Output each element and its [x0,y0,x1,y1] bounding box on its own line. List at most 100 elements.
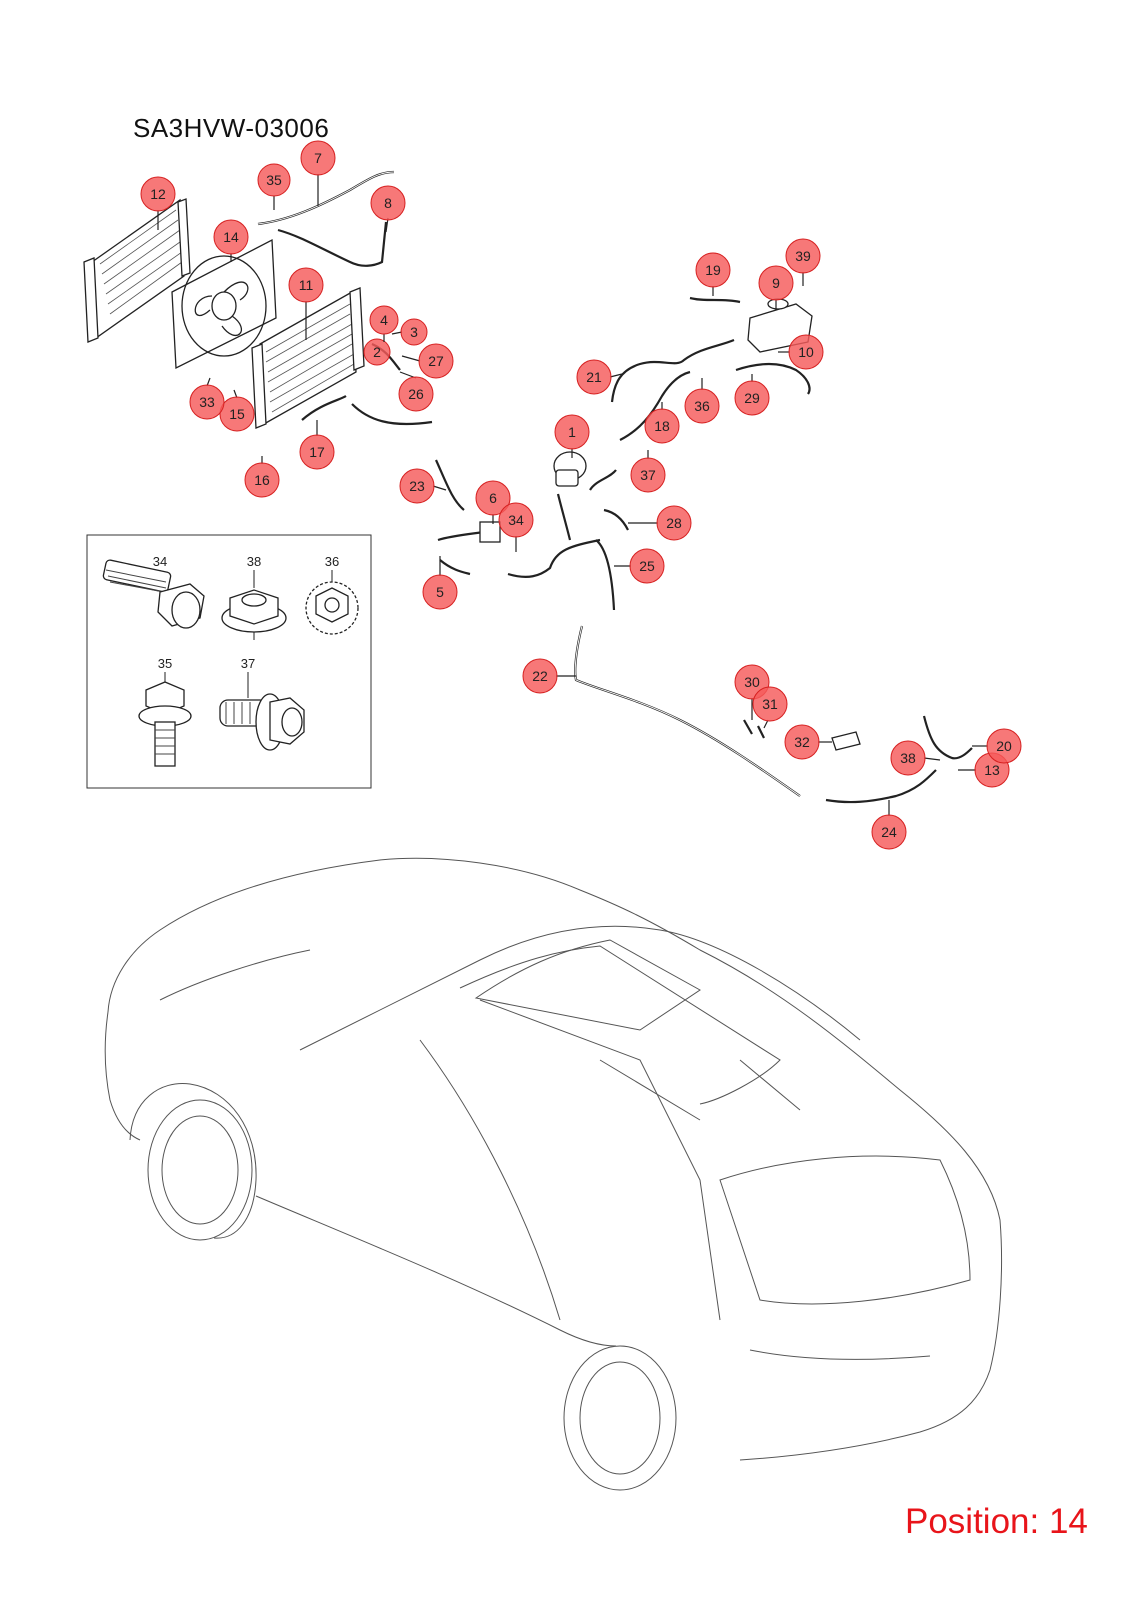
svg-text:27: 27 [428,353,444,369]
svg-text:4: 4 [380,312,388,328]
serrated-flange-nut-icon: 36 [305,554,359,635]
flange-nut-icon: 38 [221,554,287,640]
svg-text:7: 7 [314,150,322,166]
svg-text:15: 15 [229,406,245,422]
svg-text:1: 1 [568,424,576,440]
callout-14[interactable]: 14 [213,219,249,262]
callout-5[interactable]: 5 [422,556,458,610]
callout-31[interactable]: 31 [752,686,788,729]
fittings-part [743,719,765,739]
svg-text:31: 31 [762,696,778,712]
svg-text:24: 24 [881,824,897,840]
callout-33[interactable]: 33 [189,377,225,420]
callout-11[interactable]: 11 [288,267,324,340]
radiator-part [251,287,365,429]
callout-12[interactable]: 12 [140,176,176,230]
svg-text:39: 39 [795,248,811,264]
callout-17[interactable]: 17 [299,420,335,470]
svg-text:10: 10 [798,344,814,360]
svg-text:29: 29 [744,390,760,406]
svg-text:2: 2 [373,344,381,360]
bracket-part [831,731,861,751]
svg-text:16: 16 [254,472,270,488]
callout-35[interactable]: 35 [257,163,291,210]
callout-38[interactable]: 38 [890,740,941,776]
svg-text:37: 37 [640,467,656,483]
svg-text:28: 28 [666,515,682,531]
svg-text:12: 12 [150,186,166,202]
svg-text:19: 19 [705,262,721,278]
hose-routing [257,170,973,804]
svg-text:14: 14 [223,229,239,245]
diagram-title: SA3HVW-03006 [133,113,330,143]
fan-shroud-part [171,238,277,370]
callout-9[interactable]: 9 [758,265,794,310]
svg-text:18: 18 [654,418,670,434]
position-label: Position: 14 [905,1502,1088,1541]
callout-37[interactable]: 37 [630,450,666,493]
callout-30[interactable]: 30 [734,664,770,720]
legend-label-38: 38 [247,554,261,569]
callout-6[interactable]: 6 [475,480,511,524]
callout-19[interactable]: 19 [695,252,731,296]
valve-part [479,521,501,543]
svg-text:26: 26 [408,386,424,402]
flange-bolt-long-icon: 34 [102,554,205,629]
svg-text:11: 11 [299,277,314,293]
legend-label-34: 34 [153,554,167,569]
svg-text:5: 5 [436,584,444,600]
flange-bolt-short-icon: 35 [138,656,192,767]
flange-bolt-side-icon: 37 [219,656,305,751]
svg-text:17: 17 [309,444,325,460]
fastener-legend: 34 38 36 35 [86,534,372,789]
svg-text:3: 3 [410,324,418,340]
callout-1[interactable]: 1 [554,414,590,458]
callout-10[interactable]: 10 [778,334,824,370]
callout-23[interactable]: 23 [399,468,447,504]
callout-22[interactable]: 22 [522,658,576,694]
svg-text:21: 21 [586,369,602,385]
callout-15[interactable]: 15 [219,389,255,432]
svg-text:6: 6 [489,490,497,506]
svg-text:32: 32 [794,734,810,750]
svg-text:34: 34 [508,512,524,528]
svg-text:30: 30 [744,674,760,690]
callout-39[interactable]: 39 [785,238,821,286]
callout-26[interactable]: 26 [398,371,434,412]
condenser-part [83,198,191,343]
vehicle-outline [104,857,1003,1491]
callout-25[interactable]: 25 [614,548,665,584]
callout-7[interactable]: 7 [300,140,336,206]
legend-label-37: 37 [241,656,255,671]
svg-text:35: 35 [266,172,282,188]
legend-label-36: 36 [325,554,339,569]
svg-text:22: 22 [532,668,548,684]
callout-34[interactable]: 34 [498,502,534,552]
legend-label-35: 35 [158,656,172,671]
callout-27[interactable]: 27 [401,343,454,379]
callout-18[interactable]: 18 [644,402,680,444]
callout-20[interactable]: 20 [972,728,1022,764]
callout-29[interactable]: 29 [734,374,770,416]
callout-2[interactable]: 2 [363,338,391,366]
svg-text:25: 25 [639,558,655,574]
svg-text:36: 36 [694,398,710,414]
svg-text:20: 20 [996,738,1012,754]
callout-8[interactable]: 8 [370,185,406,233]
callout-3[interactable]: 3 [391,318,428,346]
callout-36[interactable]: 36 [684,378,720,424]
svg-text:33: 33 [199,394,215,410]
svg-text:8: 8 [384,195,392,211]
svg-text:9: 9 [772,275,780,291]
svg-text:23: 23 [409,478,425,494]
callout-24[interactable]: 24 [871,800,907,850]
callout-32[interactable]: 32 [784,724,832,760]
callout-16[interactable]: 16 [244,456,280,498]
water-pump-part [553,451,587,487]
svg-text:13: 13 [984,762,1000,778]
callout-4[interactable]: 4 [369,305,399,342]
svg-text:38: 38 [900,750,916,766]
callout-28[interactable]: 28 [628,505,692,541]
callout-21[interactable]: 21 [576,359,623,395]
